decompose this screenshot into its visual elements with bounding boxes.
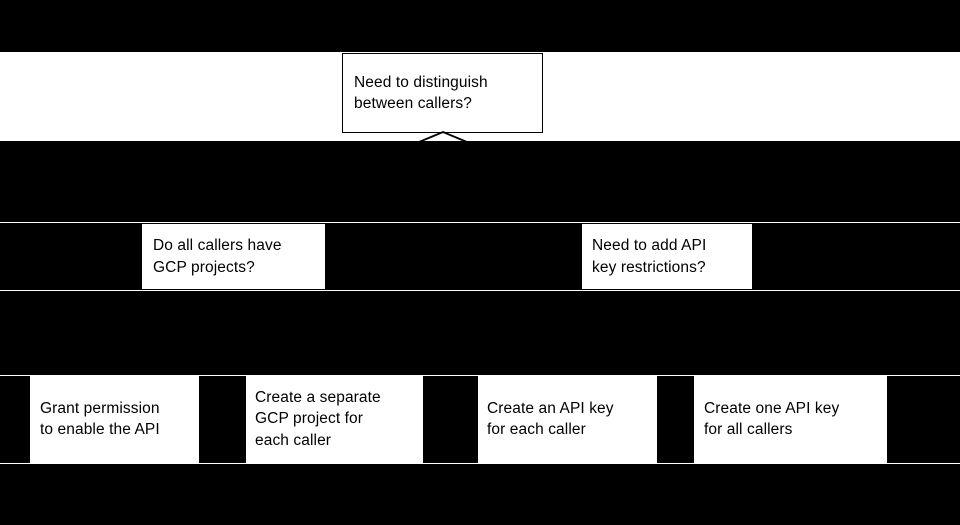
node-label: Do all callers have GCP projects?: [153, 237, 282, 276]
node-need-to-distinguish-between-callers[interactable]: Need to distinguish between callers?: [342, 53, 543, 133]
chevron-connector-icon: [419, 131, 467, 143]
background-hairline-row-two-bottom: [0, 290, 960, 291]
background-hairline-row-two-top: [0, 222, 960, 223]
node-create-one-api-key-for-all-callers[interactable]: Create one API key for all callers: [694, 375, 887, 463]
node-do-all-callers-have-gcp-projects[interactable]: Do all callers have GCP projects?: [142, 224, 325, 289]
background-hairline-row-three-bottom: [0, 463, 960, 464]
node-create-an-api-key-for-each-caller[interactable]: Create an API key for each caller: [478, 375, 657, 463]
node-label: Create a separate GCP project for each c…: [255, 388, 381, 449]
node-label: Need to add API key restrictions?: [592, 237, 707, 276]
node-label: Grant permission to enable the API: [40, 399, 160, 438]
node-need-to-add-api-key-restrictions[interactable]: Need to add API key restrictions?: [582, 224, 752, 289]
node-create-a-separate-gcp-project-for-each-caller[interactable]: Create a separate GCP project for each c…: [246, 375, 423, 463]
node-label: Create an API key for each caller: [487, 399, 614, 438]
node-grant-permission-to-enable-the-api[interactable]: Grant permission to enable the API: [30, 375, 199, 463]
node-label: Create one API key for all callers: [704, 399, 840, 438]
node-label: Need to distinguish between callers?: [354, 73, 488, 112]
